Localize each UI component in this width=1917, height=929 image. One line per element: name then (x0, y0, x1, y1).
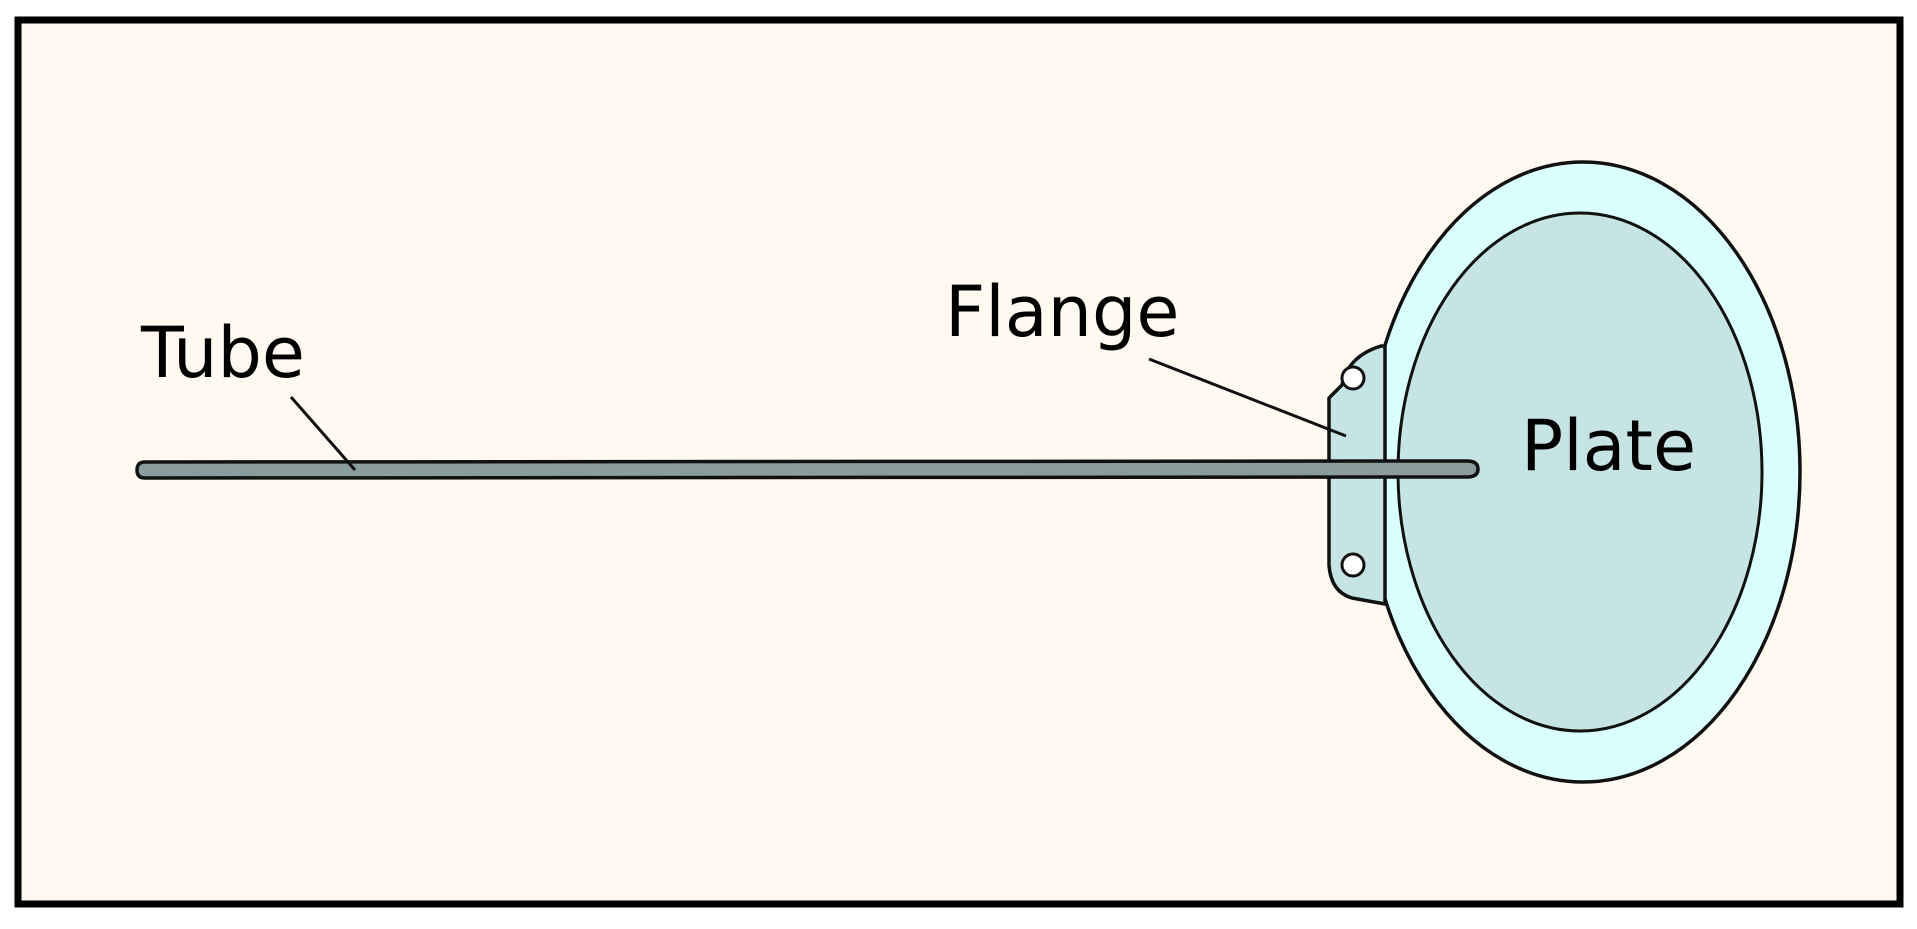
flange-leader-line (1148, 357, 1347, 438)
tube-leader-line (289, 396, 357, 471)
tube-label: Tube (140, 312, 305, 394)
plate-label: Plate (1521, 405, 1696, 487)
flange-bolt-hole-bottom (1340, 552, 1366, 578)
tube (135, 459, 1480, 480)
flange-bolt-hole-top (1340, 365, 1366, 391)
flange-label: Flange (945, 271, 1179, 353)
